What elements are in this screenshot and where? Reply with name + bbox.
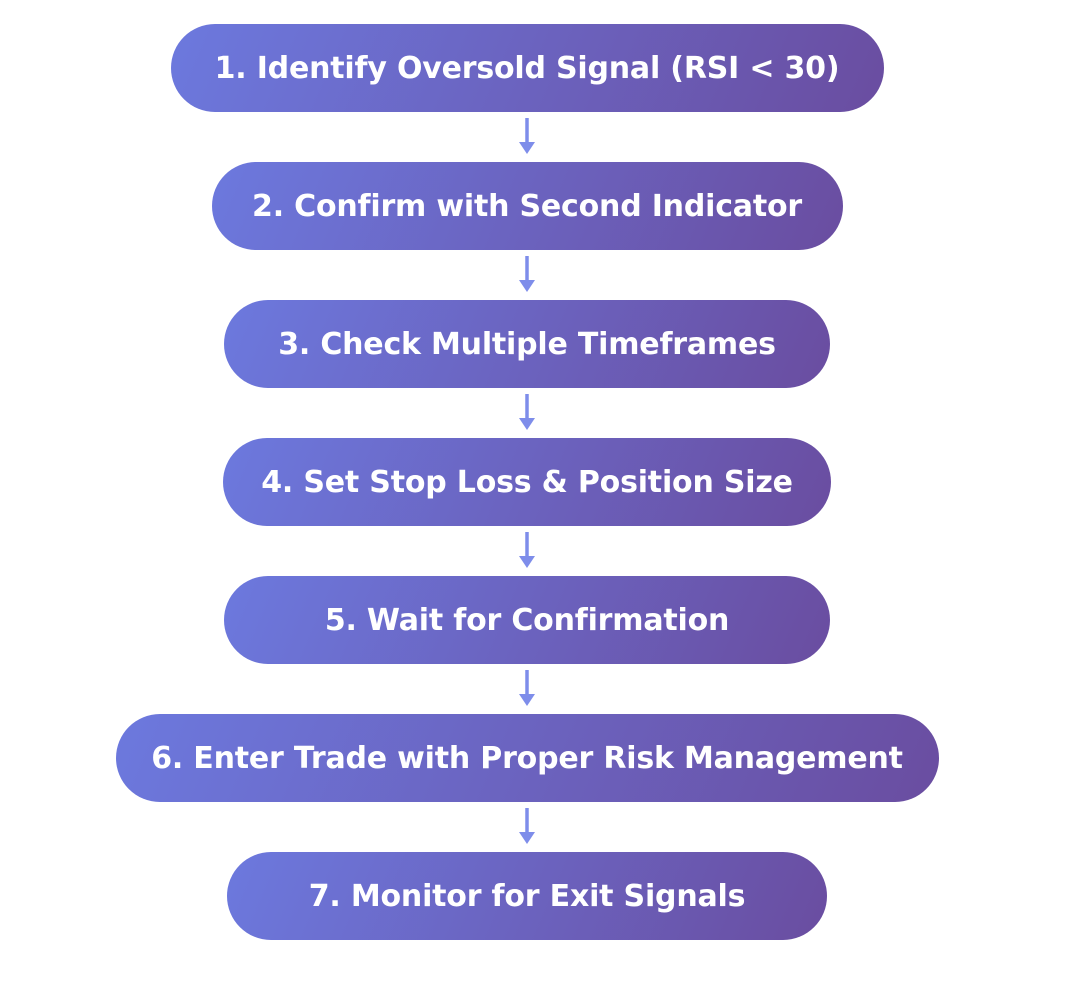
arrow-area: [516, 112, 538, 162]
flow-step: 4. Set Stop Loss & Position Size: [223, 438, 831, 576]
down-arrow-icon: [519, 808, 535, 844]
flow-step-label: 7. Monitor for Exit Signals: [308, 878, 746, 914]
flowchart: 1. Identify Oversold Signal (RSI < 30) 2…: [115, 24, 939, 940]
flow-step-pill: 2. Confirm with Second Indicator: [211, 162, 843, 250]
down-arrow-icon: [519, 394, 535, 430]
down-arrow-icon: [519, 670, 535, 706]
flow-step-pill: 1. Identify Oversold Signal (RSI < 30): [170, 24, 884, 112]
flow-step: 3. Check Multiple Timeframes: [224, 300, 830, 438]
down-arrow-icon: [519, 256, 535, 292]
flow-step-pill: 3. Check Multiple Timeframes: [224, 300, 830, 388]
flow-step: 1. Identify Oversold Signal (RSI < 30): [170, 24, 884, 162]
arrow-area: [516, 526, 538, 576]
arrow-area: [516, 664, 538, 714]
flow-step-label: 2. Confirm with Second Indicator: [252, 188, 802, 224]
flow-step-label: 4. Set Stop Loss & Position Size: [261, 464, 793, 500]
flow-step-pill: 6. Enter Trade with Proper Risk Manageme…: [115, 714, 939, 802]
arrow-area: [516, 388, 538, 438]
flow-step-label: 6. Enter Trade with Proper Risk Manageme…: [151, 740, 903, 776]
arrow-area: [516, 250, 538, 300]
flow-step: 7. Monitor for Exit Signals: [227, 852, 827, 940]
flow-step-label: 5. Wait for Confirmation: [324, 602, 730, 638]
arrow-area: [516, 802, 538, 852]
down-arrow-icon: [519, 118, 535, 154]
flow-step-pill: 5. Wait for Confirmation: [224, 576, 830, 664]
flow-step: 2. Confirm with Second Indicator: [211, 162, 843, 300]
flow-step: 5. Wait for Confirmation: [224, 576, 830, 714]
flow-step-pill: 7. Monitor for Exit Signals: [227, 852, 827, 940]
flow-step-label: 3. Check Multiple Timeframes: [278, 326, 776, 362]
flow-step: 6. Enter Trade with Proper Risk Manageme…: [115, 714, 939, 852]
down-arrow-icon: [519, 532, 535, 568]
flow-step-label: 1. Identify Oversold Signal (RSI < 30): [214, 50, 840, 86]
flow-step-pill: 4. Set Stop Loss & Position Size: [223, 438, 831, 526]
